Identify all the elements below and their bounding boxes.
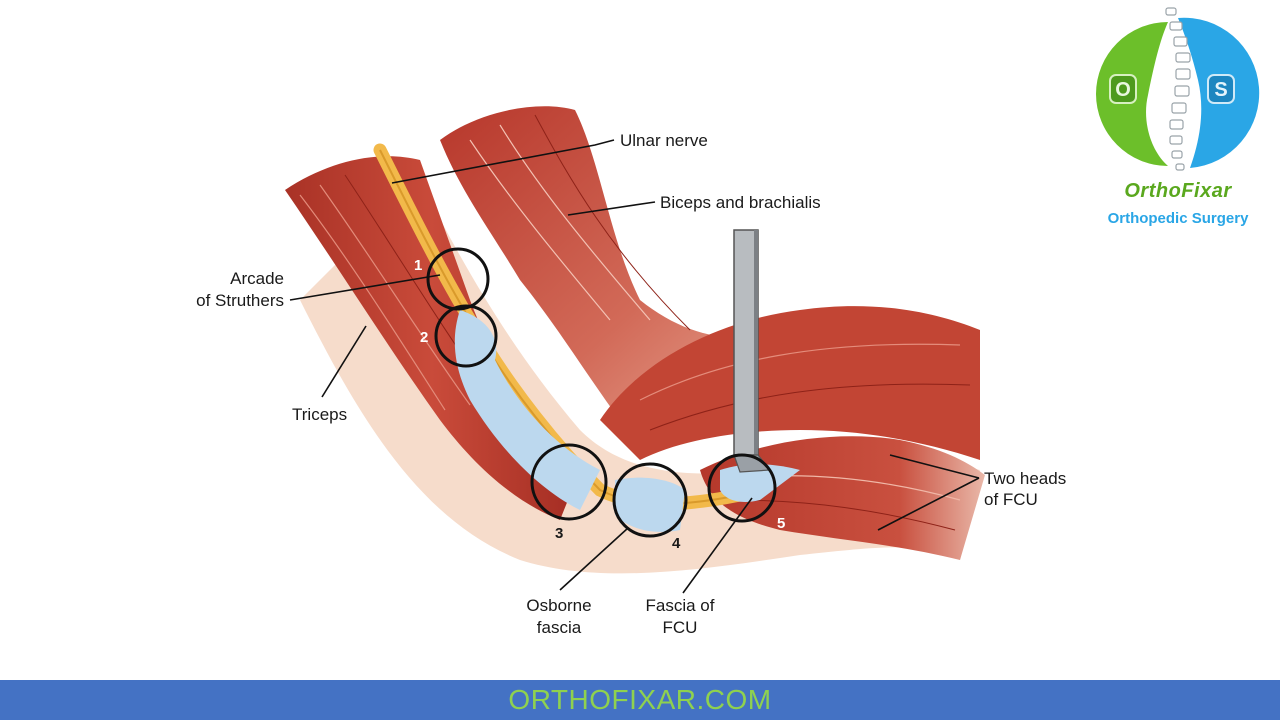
site-circle-4 (612, 462, 688, 538)
site-number-5: 5 (777, 515, 785, 532)
label-osborne-line1: Osborne (526, 596, 591, 615)
spine-icon (1165, 7, 1191, 171)
leader-triceps (321, 325, 367, 398)
label-triceps: Triceps (292, 405, 347, 424)
label-arcade-line1: Arcade (230, 269, 284, 288)
leader-biceps (567, 201, 656, 216)
site-circle-3 (530, 443, 608, 521)
site-number-3: 3 (555, 525, 563, 542)
site-number-4: 4 (672, 535, 681, 552)
forearm-flexors (600, 306, 980, 460)
site-number-1: 1 (414, 257, 422, 274)
site-circle-1 (426, 247, 490, 311)
leader-two-heads-a (889, 454, 980, 479)
site-number-2: 2 (420, 329, 428, 346)
leader-ulnar-nerve (391, 139, 615, 184)
logo-letter-o: O (1115, 79, 1131, 101)
label-osborne-line2: fascia (537, 618, 582, 637)
orthofixar-logo: O S (1096, 7, 1260, 171)
fascia-bands (454, 310, 800, 532)
label-arcade-line2: of Struthers (196, 291, 284, 310)
footer-bar: ORTHOFIXAR.COM (0, 680, 1280, 720)
leader-osborne (559, 527, 629, 591)
site-circle-2 (434, 304, 498, 368)
leader-two-heads-b (877, 477, 980, 531)
label-biceps-brachialis: Biceps and brachialis (660, 193, 821, 212)
retractor-instrument (733, 229, 772, 473)
logo-title: OrthoFixar (1124, 180, 1232, 202)
logo-letter-s: S (1214, 79, 1227, 101)
site-circle-5 (707, 453, 777, 523)
label-fascia-fcu-line1: Fascia of (646, 596, 715, 615)
label-two-heads-line1: Two heads (984, 469, 1066, 488)
logo-subtitle: Orthopedic Surgery (1107, 210, 1249, 227)
label-fascia-fcu-line2: FCU (663, 618, 698, 637)
label-two-heads-line2: of FCU (984, 490, 1038, 509)
anatomy-diagram: 1 2 3 4 5 Ulnar nerve Biceps and brachia… (196, 106, 1066, 637)
leader-fascia-fcu (682, 497, 753, 594)
footer-link[interactable]: ORTHOFIXAR.COM (508, 684, 772, 715)
leader-arcade (289, 274, 441, 301)
label-ulnar-nerve: Ulnar nerve (620, 131, 708, 150)
